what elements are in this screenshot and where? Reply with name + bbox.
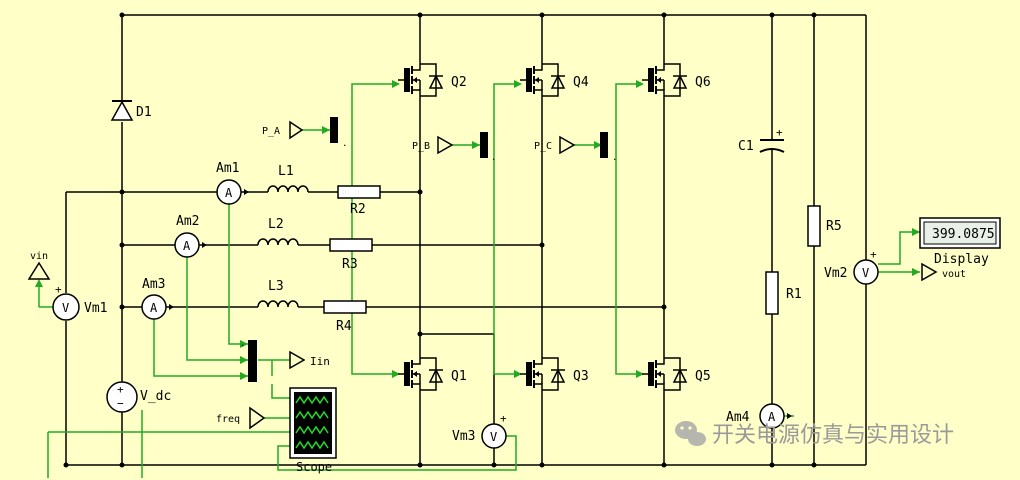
vin-block[interactable]: vin	[27, 251, 51, 280]
r5-label: R5	[826, 219, 842, 234]
d1-label: D1	[136, 105, 152, 120]
voltmeter-vm1[interactable]: V + Vm1	[52, 283, 107, 321]
svg-text:A: A	[768, 410, 776, 424]
svg-text:.: .	[491, 153, 496, 163]
am4-label: Am4	[726, 410, 750, 425]
svg-text:+: +	[55, 283, 62, 296]
resistor-r3[interactable]: R3	[329, 238, 373, 272]
c1-label: C1	[738, 139, 754, 154]
watermark-text: 开关电源仿真与实用设计	[712, 423, 954, 448]
svg-text:+: +	[117, 383, 124, 396]
l1-label: L1	[278, 164, 294, 179]
r1-label: R1	[786, 287, 802, 302]
vin-label: vin	[30, 251, 48, 262]
vm3-label: Vm3	[452, 429, 475, 444]
vm2-label: Vm2	[824, 266, 847, 281]
p-b-label: P_B	[412, 141, 430, 152]
q3-label: Q3	[573, 369, 589, 384]
svg-text:.: .	[342, 139, 347, 149]
mosfet-q4[interactable]: Q4	[519, 57, 589, 103]
am2-label: Am2	[176, 214, 199, 229]
mosfet-q2[interactable]: Q2	[397, 57, 467, 103]
r2-label: R2	[350, 202, 366, 217]
freq-label: freq	[216, 414, 240, 425]
svg-text:+: +	[870, 248, 877, 261]
wechat-icon	[675, 421, 706, 446]
diode-d1[interactable]: D1	[110, 100, 152, 121]
q6-label: Q6	[695, 75, 711, 90]
inductor-l3[interactable]: L3	[257, 279, 299, 308]
ammeter-am3[interactable]: A Am3	[141, 277, 174, 320]
display-value: 399.0875	[932, 227, 995, 242]
svg-text:+: +	[776, 126, 783, 139]
input-p-b[interactable]: P_B .	[412, 132, 496, 163]
vm1-label: Vm1	[84, 301, 107, 316]
svg-text:V: V	[862, 266, 869, 280]
resistor-r4[interactable]: R4	[323, 300, 367, 334]
resistor-r2[interactable]: R2	[337, 185, 381, 217]
voltmeter-vm2[interactable]: V + Vm2	[824, 248, 879, 285]
mosfet-q1[interactable]: Q1	[397, 351, 467, 397]
mosfet-q5[interactable]: Q5	[641, 351, 711, 397]
resistor-r1[interactable]: R1	[765, 271, 802, 315]
svg-text:+: +	[500, 412, 507, 425]
inductor-l2[interactable]: L2	[257, 217, 299, 246]
inductor-l1[interactable]: L1	[267, 164, 309, 193]
capacitor-c1[interactable]: + C1	[738, 126, 785, 154]
gate-bus-a	[330, 117, 338, 143]
q2-label: Q2	[451, 75, 467, 90]
current-mux[interactable]: .	[240, 339, 257, 382]
mosfet-q3[interactable]: Q3	[519, 351, 589, 397]
signal-wiring	[38, 83, 920, 478]
mosfet-q6[interactable]: Q6	[641, 57, 711, 103]
svg-text:−: −	[117, 397, 124, 410]
ammeter-am4[interactable]: A Am4	[726, 403, 792, 429]
l2-label: L2	[268, 217, 284, 232]
iin-label: Iin	[310, 355, 330, 368]
q5-label: Q5	[695, 369, 711, 384]
resistor-r5[interactable]: R5	[807, 205, 842, 247]
q4-label: Q4	[573, 75, 589, 90]
svg-text:A: A	[150, 301, 158, 315]
vdc-label: V_dc	[140, 389, 171, 404]
svg-text:.: .	[612, 153, 617, 163]
gate-bus-b	[480, 132, 488, 158]
svg-text:V: V	[62, 301, 69, 315]
ammeter-am2[interactable]: A Am2	[174, 214, 207, 258]
vout-label: vout	[942, 269, 966, 280]
svg-text:.: .	[240, 339, 245, 349]
p-a-label: P_A	[262, 126, 280, 137]
display-label: Display	[934, 252, 989, 267]
l3-label: L3	[268, 279, 284, 294]
ammeter-am1[interactable]: A Am1	[216, 161, 249, 205]
vout-output[interactable]: vout	[921, 262, 966, 282]
junction-dots	[63, 12, 817, 468]
freq-input[interactable]: freq	[216, 406, 266, 430]
watermark: 开关电源仿真与实用设计	[675, 421, 954, 448]
display-block[interactable]: 399.0875 Display	[919, 217, 1001, 267]
scope-block[interactable]: Scope	[289, 387, 337, 474]
input-p-a[interactable]: P_A .	[262, 117, 347, 149]
q1-label: Q1	[451, 369, 467, 384]
input-p-c[interactable]: P_C .	[534, 132, 617, 163]
scope-label: Scope	[296, 460, 332, 474]
svg-text:A: A	[225, 186, 233, 200]
r3-label: R3	[342, 257, 358, 272]
p-c-label: P_C	[534, 141, 552, 152]
am1-label: Am1	[216, 161, 239, 176]
dc-source-vdc[interactable]: + − V_dc	[106, 381, 171, 413]
gate-bus-c	[600, 132, 608, 158]
svg-text:A: A	[183, 239, 191, 253]
svg-text:V: V	[490, 430, 497, 444]
iin-output[interactable]: Iin	[289, 350, 330, 370]
signal-arrows	[35, 80, 920, 380]
r4-label: R4	[336, 319, 352, 334]
am3-label: Am3	[142, 277, 165, 292]
voltmeter-vm3[interactable]: V + Vm3	[452, 412, 507, 449]
